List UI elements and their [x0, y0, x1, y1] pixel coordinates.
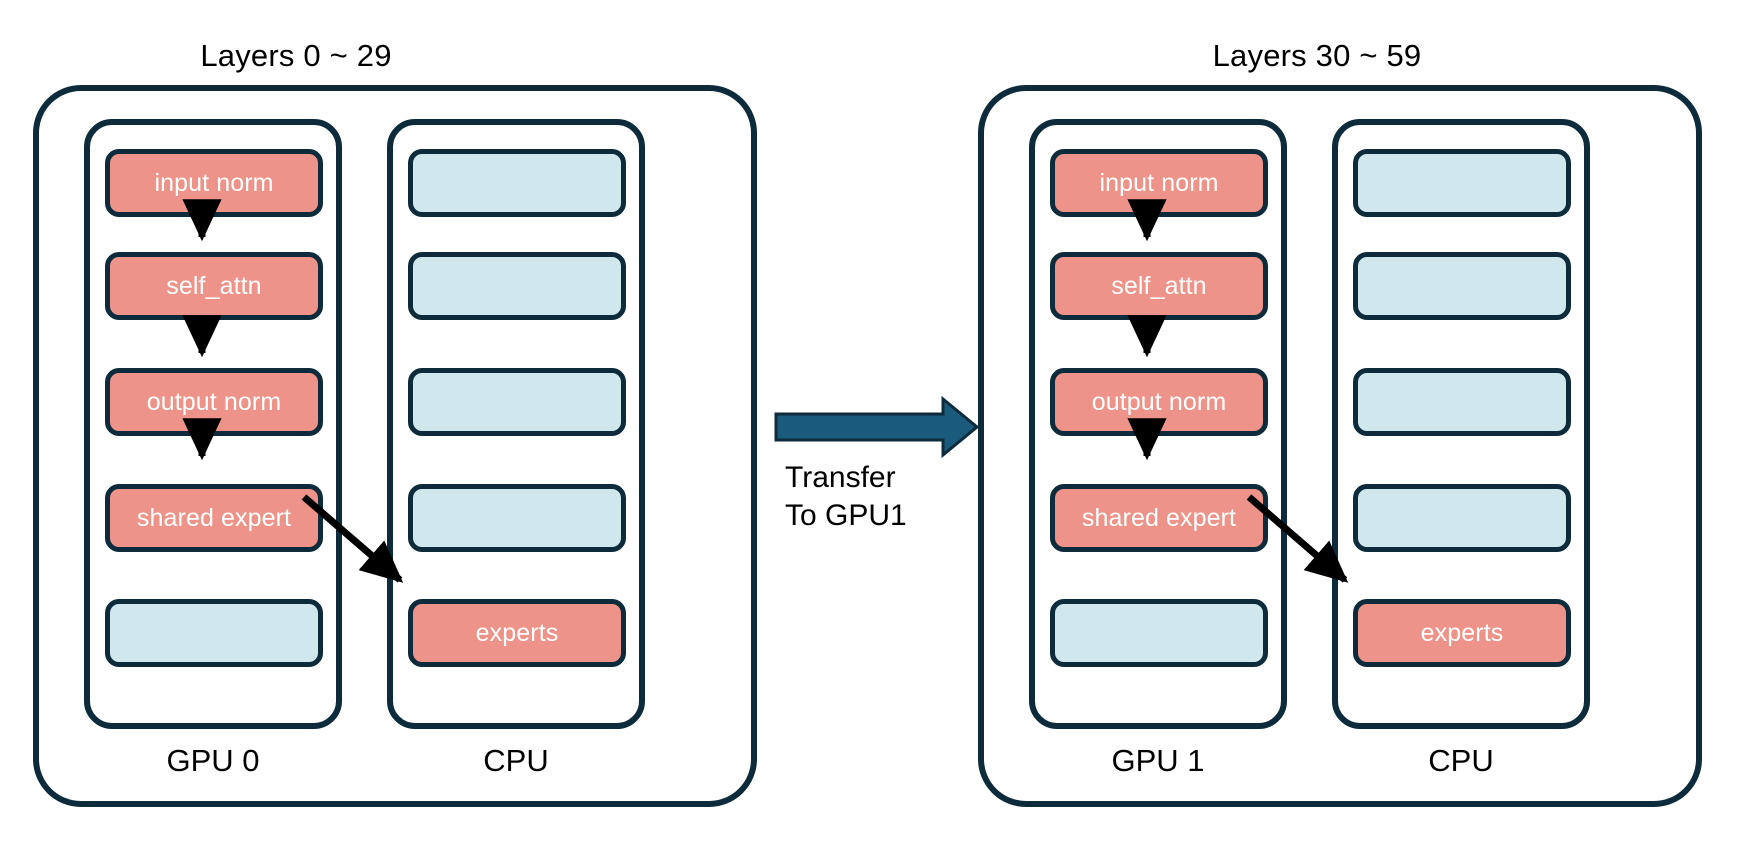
block-expert-slot-3-cpu0[interactable]	[408, 368, 626, 436]
block-empty-gpu1[interactable]	[1050, 599, 1268, 667]
block-output-norm-gpu1[interactable]: output norm	[1050, 368, 1268, 436]
block-expert-slot-3-cpu1[interactable]	[1353, 368, 1571, 436]
cpu-column-right: experts	[1332, 119, 1590, 729]
transfer-label-line-2: To GPU1	[785, 499, 907, 533]
block-expert-slot-4-cpu1[interactable]	[1353, 484, 1571, 552]
device-label-gpu0: GPU 0	[166, 743, 260, 778]
device-label-cpu0: CPU	[483, 743, 549, 778]
block-shared-expert-gpu0[interactable]: shared expert	[105, 484, 323, 552]
device-panel-right: input norm self_attn output norm shared …	[978, 85, 1702, 807]
block-output-norm-gpu0[interactable]: output norm	[105, 368, 323, 436]
block-self-attn-gpu0[interactable]: self_attn	[105, 252, 323, 320]
block-expert-slot-4-cpu0[interactable]	[408, 484, 626, 552]
device-label-cpu1: CPU	[1428, 743, 1494, 778]
block-input-norm-gpu0[interactable]: input norm	[105, 149, 323, 217]
gpu-column-right: input norm self_attn output norm shared …	[1029, 119, 1287, 729]
transfer-label-line-1: Transfer	[785, 461, 896, 494]
block-expert-slot-1-cpu0[interactable]	[408, 149, 626, 217]
block-expert-slot-2-cpu0[interactable]	[408, 252, 626, 320]
cpu-column-left: experts	[387, 119, 645, 729]
panel-title-right: Layers 30 ~ 59	[1212, 38, 1422, 73]
block-expert-slot-1-cpu1[interactable]	[1353, 149, 1571, 217]
block-experts-cpu0[interactable]: experts	[408, 599, 626, 667]
transfer-arrow	[774, 395, 980, 459]
block-input-norm-gpu1[interactable]: input norm	[1050, 149, 1268, 217]
device-label-gpu1: GPU 1	[1111, 743, 1205, 778]
block-shared-expert-gpu1[interactable]: shared expert	[1050, 484, 1268, 552]
block-empty-gpu0[interactable]	[105, 599, 323, 667]
transfer-arrow-label: Transfer To GPU1	[785, 459, 907, 536]
block-expert-slot-2-cpu1[interactable]	[1353, 252, 1571, 320]
block-self-attn-gpu1[interactable]: self_attn	[1050, 252, 1268, 320]
panel-title-left: Layers 0 ~ 29	[200, 38, 392, 73]
gpu-column-left: input norm self_attn output norm shared …	[84, 119, 342, 729]
block-experts-cpu1[interactable]: experts	[1353, 599, 1571, 667]
device-panel-left: input norm self_attn output norm shared …	[33, 85, 757, 807]
